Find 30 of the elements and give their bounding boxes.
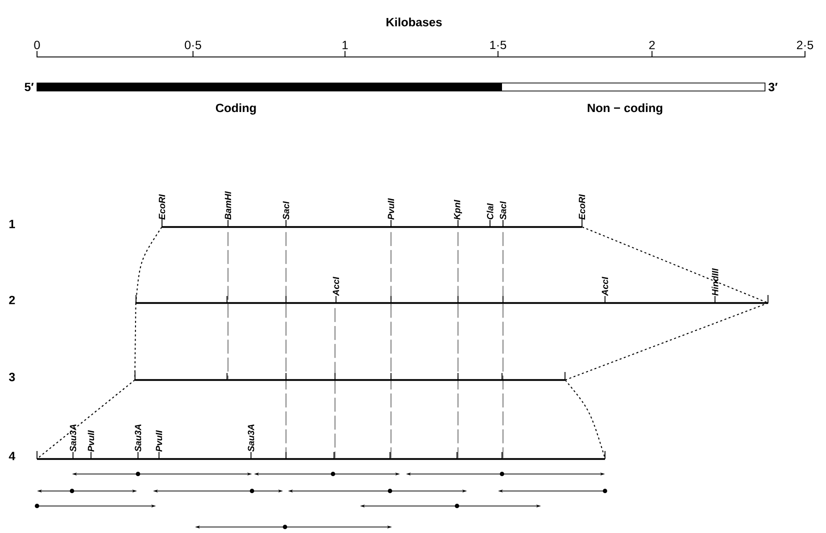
end-label: 5′ <box>24 82 34 92</box>
map-line <box>162 226 582 228</box>
guide-line <box>334 308 336 458</box>
map-line <box>136 302 768 304</box>
row-number: 1 <box>9 220 15 228</box>
axis-title: Kilobases <box>386 18 442 26</box>
guide-line <box>390 232 392 458</box>
tick-label: 0·5 <box>184 40 202 50</box>
dotted-connector <box>135 226 162 304</box>
dotted-connector <box>134 302 136 380</box>
map-line <box>135 379 565 381</box>
end-label: 3′ <box>768 82 778 92</box>
map-line <box>37 458 605 460</box>
tick-label: 2 <box>649 40 655 50</box>
row-number: 3 <box>8 372 15 382</box>
tick-label: 2·5 <box>796 40 814 50</box>
tick-label: 1·5 <box>490 40 506 50</box>
region-label: Coding <box>216 103 256 115</box>
dotted-connector <box>582 226 769 304</box>
tick-label: 0 <box>34 40 40 50</box>
guide-line <box>502 232 504 458</box>
row-number: 4 <box>8 452 16 460</box>
row-number: 2 <box>9 296 15 304</box>
tick-label: 1 <box>342 40 348 50</box>
dotted-connector <box>564 379 606 460</box>
dotted-connector <box>36 379 136 460</box>
dotted-connector <box>564 302 769 380</box>
site-label: EcoRI <box>578 194 586 220</box>
region-label: Non − coding <box>588 103 662 115</box>
site-label: HindIII <box>712 268 718 296</box>
